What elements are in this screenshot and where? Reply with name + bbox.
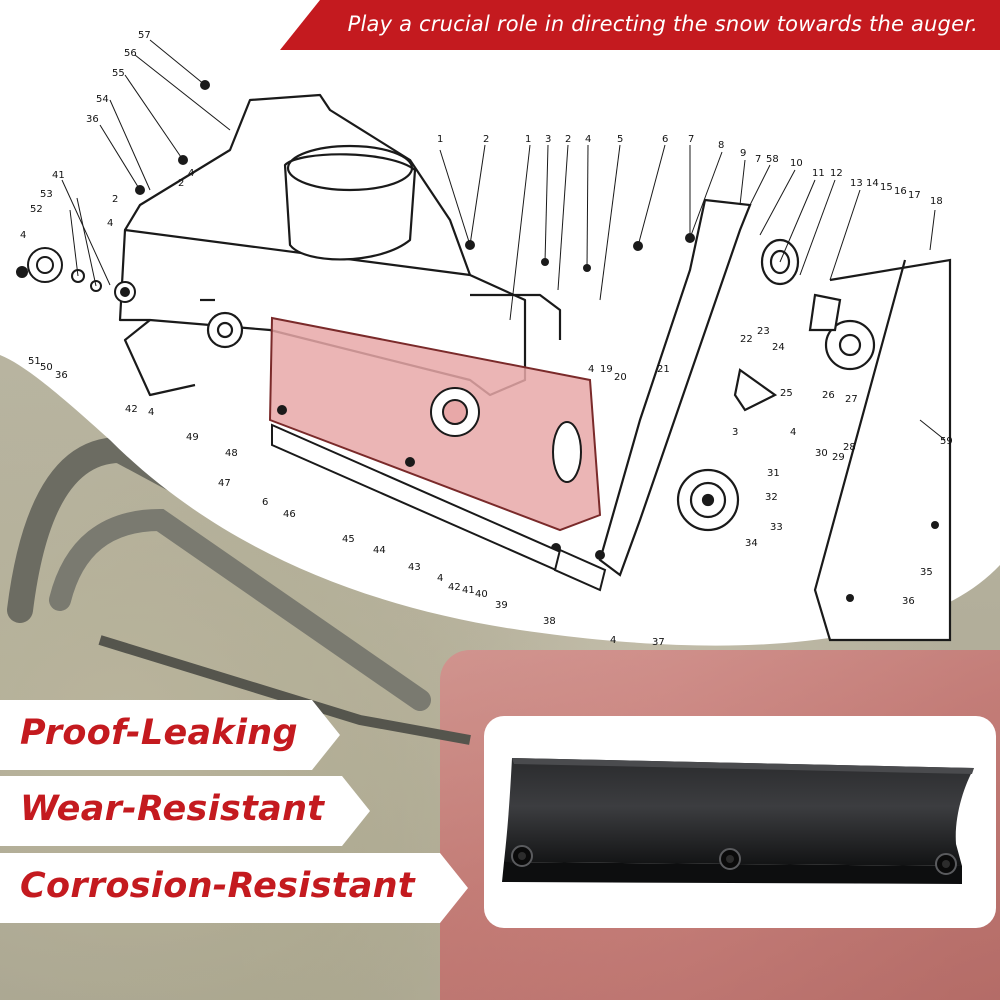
svg-text:4: 4	[148, 407, 154, 418]
highlighted-part	[268, 316, 602, 553]
feature-wear-resistant: Wear-Resistant	[0, 776, 370, 846]
svg-text:41: 41	[52, 170, 65, 181]
svg-text:35: 35	[920, 567, 933, 578]
svg-text:2: 2	[483, 134, 489, 145]
svg-text:36: 36	[86, 114, 99, 125]
svg-text:55: 55	[112, 68, 125, 79]
feature-label: Wear-Resistant	[20, 789, 325, 829]
svg-text:43: 43	[408, 562, 421, 573]
svg-text:6: 6	[662, 134, 668, 145]
svg-text:23: 23	[757, 326, 770, 337]
svg-text:51: 51	[28, 356, 41, 367]
svg-text:3: 3	[732, 427, 738, 438]
svg-text:8: 8	[718, 140, 724, 151]
svg-text:12: 12	[830, 168, 843, 179]
svg-text:2: 2	[178, 178, 184, 189]
svg-text:52: 52	[30, 204, 43, 215]
svg-text:48: 48	[225, 448, 238, 459]
svg-text:40: 40	[475, 589, 488, 600]
svg-text:54: 54	[96, 94, 109, 105]
svg-text:2: 2	[112, 194, 118, 205]
svg-text:7: 7	[688, 134, 694, 145]
svg-text:4: 4	[588, 364, 594, 375]
svg-text:36: 36	[55, 370, 68, 381]
svg-text:30: 30	[815, 448, 828, 459]
svg-text:45: 45	[342, 534, 355, 545]
svg-text:4: 4	[107, 218, 113, 229]
feature-label: Proof-Leaking	[20, 713, 298, 753]
svg-text:19: 19	[600, 364, 613, 375]
svg-text:34: 34	[745, 538, 758, 549]
svg-text:59: 59	[940, 436, 953, 447]
svg-text:32: 32	[765, 492, 778, 503]
svg-text:3: 3	[545, 134, 551, 145]
svg-text:56: 56	[124, 48, 137, 59]
svg-text:18: 18	[930, 196, 943, 207]
svg-text:41: 41	[462, 585, 475, 596]
svg-text:28: 28	[843, 442, 856, 453]
svg-text:1: 1	[525, 134, 531, 145]
svg-text:16: 16	[894, 186, 907, 197]
svg-text:42: 42	[125, 404, 138, 415]
banner-text: Play a crucial role in directing the sno…	[347, 12, 978, 36]
svg-text:33: 33	[770, 522, 783, 533]
svg-text:31: 31	[767, 468, 780, 479]
svg-text:4: 4	[610, 635, 616, 646]
top-banner: Play a crucial role in directing the sno…	[280, 0, 1000, 50]
svg-text:49: 49	[186, 432, 199, 443]
svg-text:2: 2	[565, 134, 571, 145]
svg-text:4: 4	[188, 168, 194, 179]
svg-text:15: 15	[880, 182, 893, 193]
svg-text:4: 4	[20, 230, 26, 241]
svg-text:26: 26	[822, 390, 835, 401]
svg-text:29: 29	[832, 452, 845, 463]
scraper-bar-image	[502, 758, 974, 884]
svg-text:1: 1	[437, 134, 443, 145]
product-card	[484, 716, 996, 928]
svg-text:38: 38	[543, 616, 556, 627]
svg-text:27: 27	[845, 394, 858, 405]
svg-text:11: 11	[812, 168, 825, 179]
svg-text:22: 22	[740, 334, 753, 345]
feature-proof-leaking: Proof-Leaking	[0, 700, 340, 770]
svg-text:58: 58	[766, 154, 779, 165]
svg-text:9: 9	[740, 148, 746, 159]
svg-text:57: 57	[138, 30, 151, 41]
svg-text:4: 4	[437, 573, 443, 584]
svg-text:7: 7	[755, 154, 761, 165]
svg-text:10: 10	[790, 158, 803, 169]
svg-text:5: 5	[617, 134, 623, 145]
svg-text:50: 50	[40, 362, 53, 373]
svg-text:36: 36	[902, 596, 915, 607]
svg-text:39: 39	[495, 600, 508, 611]
feature-label: Corrosion-Resistant	[20, 866, 415, 906]
svg-text:6: 6	[262, 497, 268, 508]
svg-text:47: 47	[218, 478, 231, 489]
svg-text:46: 46	[283, 509, 296, 520]
svg-text:25: 25	[780, 388, 793, 399]
svg-text:21: 21	[657, 364, 670, 375]
svg-text:53: 53	[40, 189, 53, 200]
svg-text:13: 13	[850, 178, 863, 189]
svg-text:4: 4	[790, 427, 796, 438]
feature-corrosion-resistant: Corrosion-Resistant	[0, 853, 468, 923]
svg-text:20: 20	[614, 372, 627, 383]
svg-text:17: 17	[908, 190, 921, 201]
svg-text:44: 44	[373, 545, 386, 556]
svg-text:37: 37	[652, 637, 665, 648]
svg-text:14: 14	[866, 178, 879, 189]
svg-text:42: 42	[448, 582, 461, 593]
svg-text:24: 24	[772, 342, 785, 353]
svg-text:4: 4	[585, 134, 591, 145]
